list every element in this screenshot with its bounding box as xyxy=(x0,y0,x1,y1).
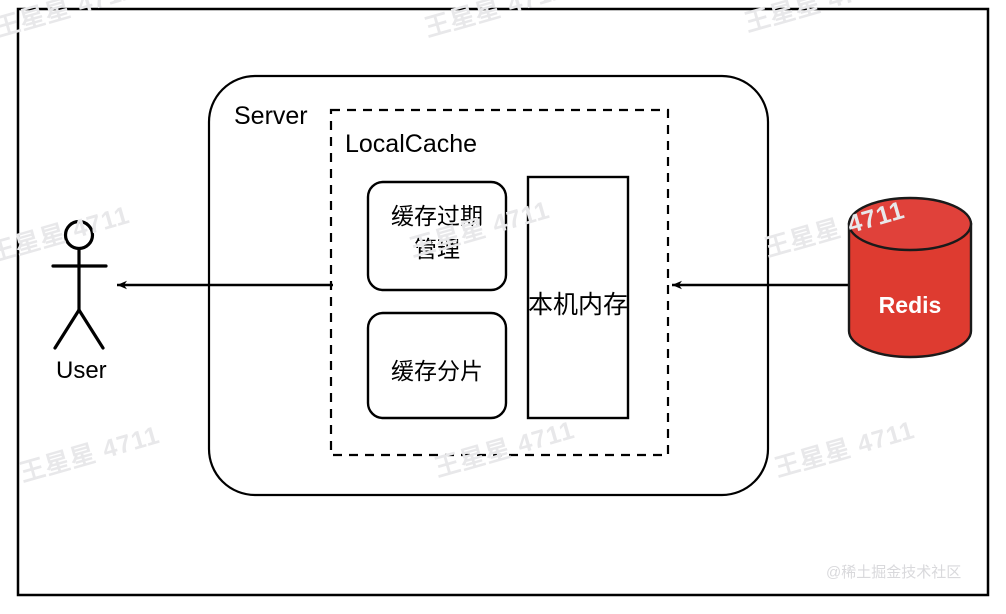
component-label-memory: 本机内存 xyxy=(528,291,629,319)
component-box-memory[interactable] xyxy=(526,175,630,420)
localcache-label: LocalCache xyxy=(345,130,478,158)
redis-label: Redis xyxy=(878,292,942,318)
outer-frame xyxy=(16,7,990,597)
stick-figure-icon xyxy=(51,219,108,350)
database-cylinder-icon[interactable] xyxy=(847,196,973,359)
component-box-shard[interactable] xyxy=(366,311,508,420)
watermark-corner: @稀土掘金技术社区 xyxy=(826,564,962,581)
component-label-expire: 缓存过期 管理 xyxy=(391,203,483,262)
user-label: User xyxy=(56,357,107,384)
component-label-shard: 缓存分片 xyxy=(391,358,483,384)
component-box-expire[interactable] xyxy=(366,180,508,292)
server-label: Server xyxy=(234,102,308,130)
